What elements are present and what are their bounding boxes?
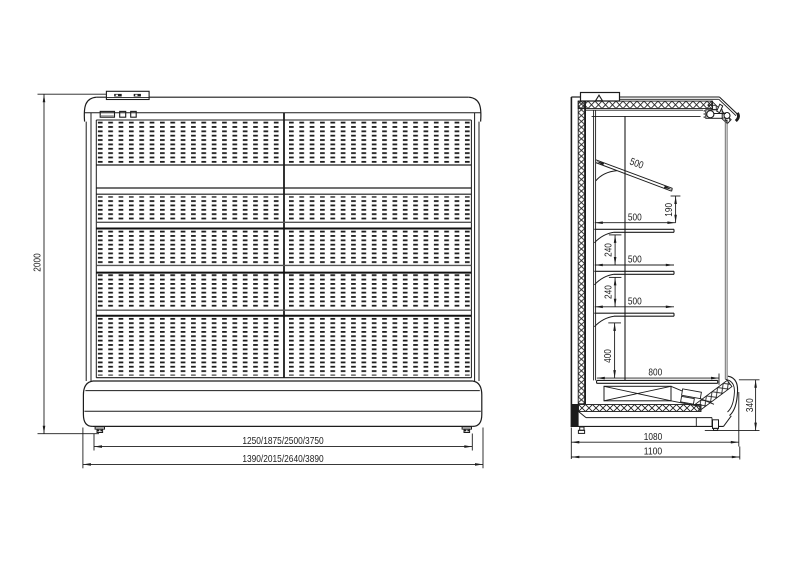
svg-text:1080: 1080 [644, 432, 663, 443]
svg-text:340: 340 [745, 398, 756, 412]
svg-text:1390/2015/2640/3890: 1390/2015/2640/3890 [242, 454, 324, 465]
svg-text:500: 500 [628, 255, 642, 266]
svg-text:500: 500 [628, 157, 645, 172]
svg-text:2000: 2000 [33, 253, 44, 272]
svg-text:1250/1875/2500/3750: 1250/1875/2500/3750 [242, 436, 324, 447]
svg-text:400: 400 [603, 349, 614, 363]
svg-text:800: 800 [648, 368, 662, 379]
svg-text:1100: 1100 [644, 447, 663, 458]
svg-text:500: 500 [628, 212, 642, 223]
svg-text:240: 240 [603, 243, 614, 257]
svg-text:240: 240 [603, 285, 614, 299]
svg-text:190: 190 [664, 203, 675, 217]
svg-text:500: 500 [628, 296, 642, 307]
